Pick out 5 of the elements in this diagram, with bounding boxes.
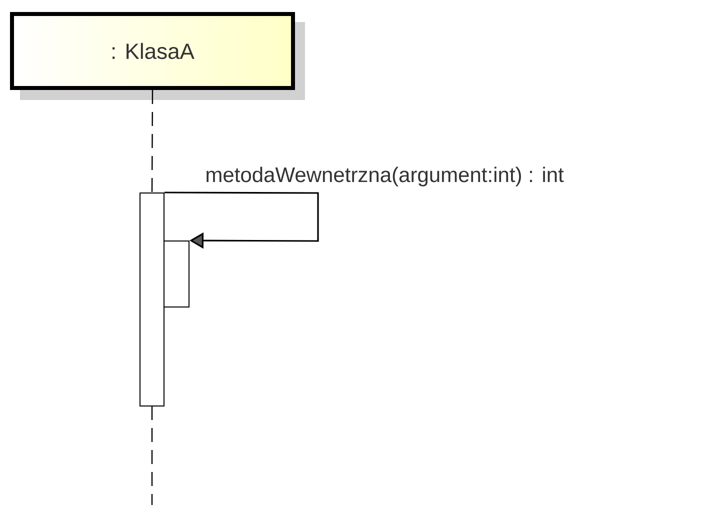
object-box: : KlasaA [10, 12, 305, 100]
activation-bar [164, 240, 190, 308]
message-label: metodaWewnetrzna(argument:int) : int [206, 166, 564, 186]
lifeline [151, 90, 154, 192]
self-message-arrow [164, 192, 319, 249]
